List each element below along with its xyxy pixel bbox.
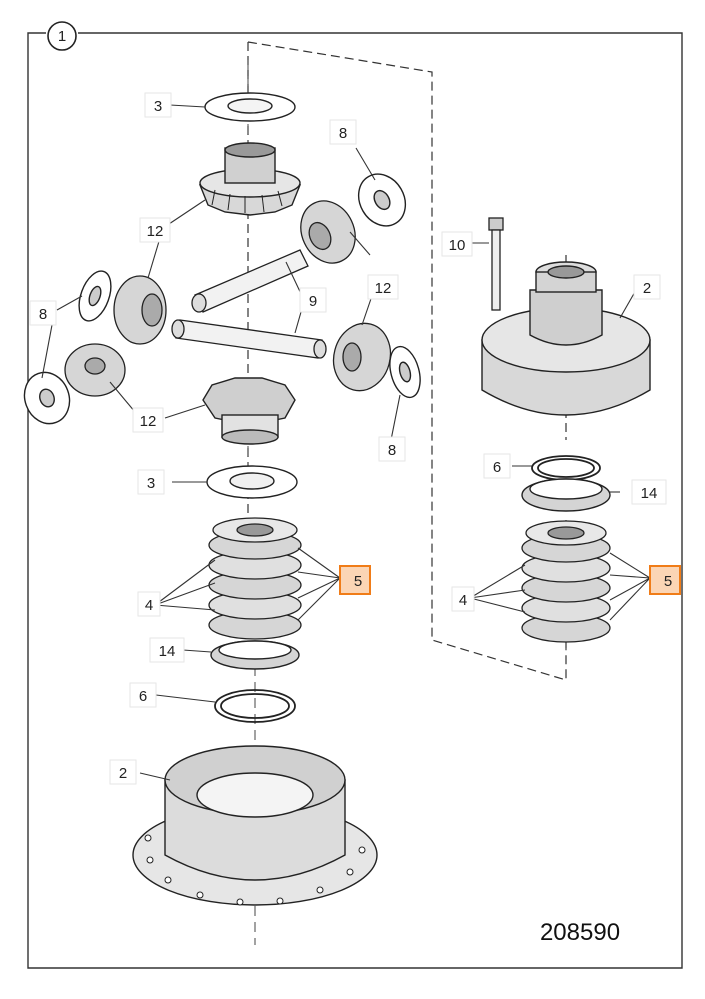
- thrust-washer-right: [389, 345, 421, 399]
- spacer-right: [521, 478, 611, 512]
- label-thrust-washer-top-right: 8: [329, 119, 357, 145]
- svg-text:6: 6: [493, 459, 501, 476]
- label-shim-lower: 3: [137, 469, 165, 495]
- label-spacer-left: 14: [149, 637, 185, 663]
- svg-text:14: 14: [159, 643, 176, 660]
- svg-text:12: 12: [147, 223, 164, 240]
- svg-text:5: 5: [664, 573, 672, 590]
- svg-text:3: 3: [154, 98, 162, 115]
- spacer-left: [210, 640, 300, 670]
- pinion-gear-upper-right: [300, 200, 356, 264]
- thrust-washer-left: [78, 270, 112, 322]
- label-pinion-upper-right: 12: [367, 274, 399, 300]
- side-gear-upper: [198, 142, 302, 216]
- svg-text:6: 6: [139, 688, 147, 705]
- label-bolt: 10: [441, 231, 473, 257]
- label-steel-plates-right-highlight: 5: [649, 565, 681, 595]
- label-cross-shaft: 9: [299, 287, 327, 313]
- shim-upper: [204, 92, 296, 122]
- cross-shaft: [171, 249, 327, 359]
- pinion-gear-right: [332, 322, 392, 392]
- svg-text:2: 2: [119, 765, 127, 782]
- svg-text:9: 9: [309, 293, 317, 310]
- bolt: [488, 217, 504, 311]
- label-thrust-washer-right: 8: [378, 436, 406, 462]
- label-plates-right: 4: [451, 586, 475, 612]
- plate-stack-right: [521, 520, 611, 643]
- part-labels: 3 3 8 12 8 12 9 12 8 8 12 10 2 6 14 4 4 …: [29, 92, 681, 785]
- label-housing-right: 2: [633, 274, 661, 300]
- svg-text:12: 12: [140, 413, 157, 430]
- label-thrust-washer-left: 8: [29, 300, 57, 326]
- svg-text:8: 8: [39, 306, 47, 323]
- svg-text:8: 8: [339, 125, 347, 142]
- label-spacer-right: 14: [631, 479, 667, 505]
- plate-stack-left: [208, 517, 302, 640]
- label-housing-bottom: 2: [109, 759, 137, 785]
- diagram-frame: [27, 32, 683, 969]
- svg-text:3: 3: [147, 475, 155, 492]
- svg-text:2: 2: [643, 280, 651, 297]
- svg-text:8: 8: [388, 442, 396, 459]
- pinion-gear-upper-left: [113, 275, 167, 345]
- label-pinion-lower-left: 12: [132, 407, 164, 433]
- ring-right: [531, 455, 601, 481]
- svg-text:10: 10: [449, 237, 466, 254]
- frame-callout: 1: [47, 21, 77, 51]
- thrust-washer-lower-left: [23, 371, 71, 425]
- drawing-number: 208590: [540, 919, 620, 946]
- label-ring-bottom: 6: [129, 682, 157, 708]
- thrust-washer-top-right: [357, 173, 407, 227]
- housing-bottom: [132, 745, 378, 906]
- shim-lower: [206, 465, 298, 499]
- frame-label: 1: [58, 28, 66, 45]
- label-steel-plates-left-highlight: 5: [339, 565, 371, 595]
- svg-text:14: 14: [641, 485, 658, 502]
- housing-right: [481, 261, 651, 416]
- svg-text:4: 4: [145, 597, 153, 614]
- label-pinion-upper-left: 12: [139, 217, 171, 243]
- label-ring-right: 6: [483, 453, 511, 479]
- pinion-gear-lower-left: [64, 343, 126, 397]
- ring-bottom: [214, 689, 296, 723]
- side-gear-lower: [202, 377, 296, 445]
- leader-lines: [41, 104, 651, 781]
- svg-text:4: 4: [459, 592, 467, 609]
- label-shim-upper: 3: [144, 92, 172, 118]
- label-plates-left: 4: [137, 591, 161, 617]
- svg-text:5: 5: [354, 573, 362, 590]
- svg-text:12: 12: [375, 280, 392, 297]
